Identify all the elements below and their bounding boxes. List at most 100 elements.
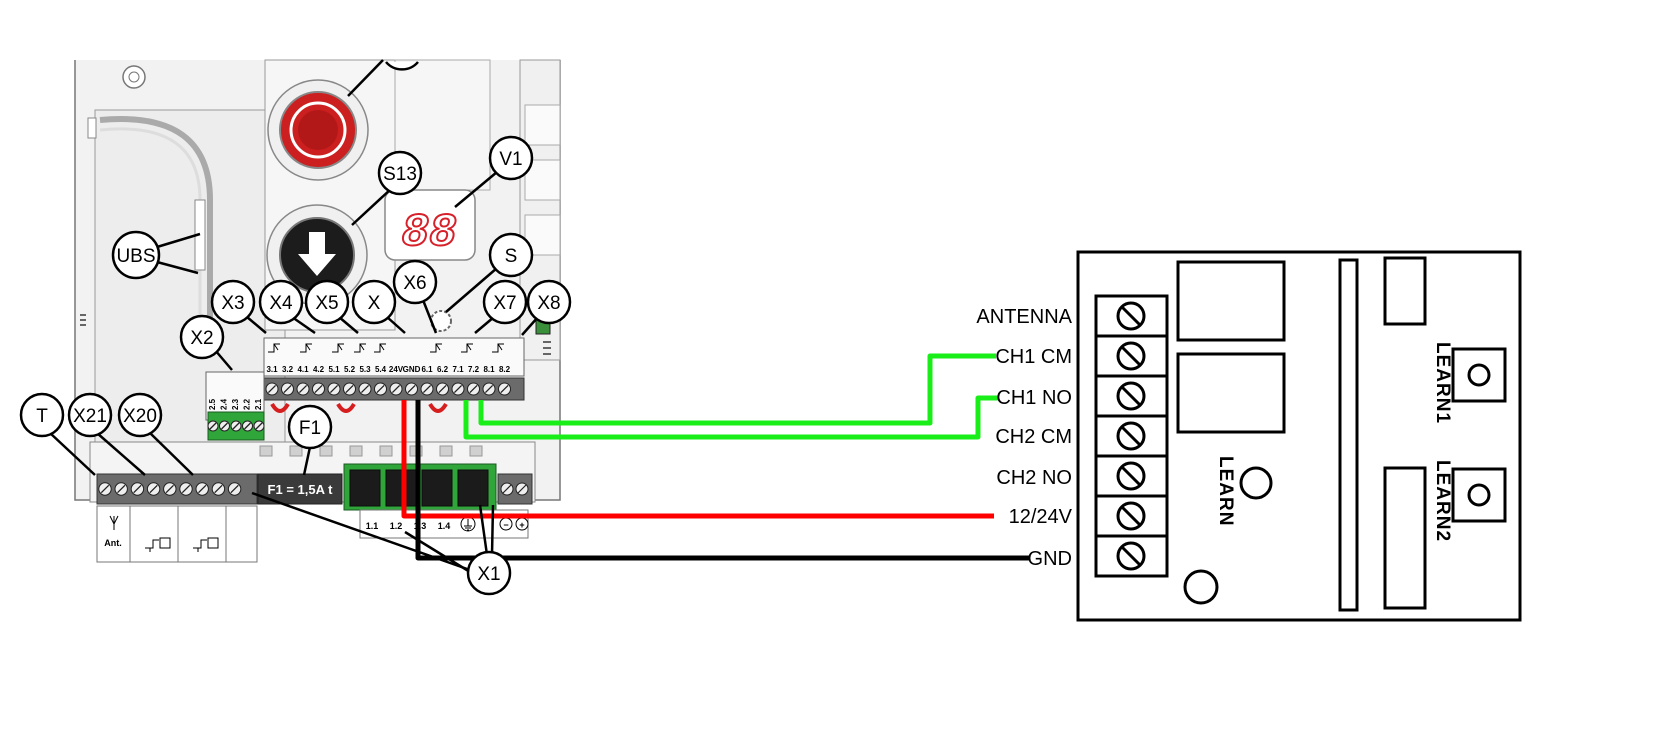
- relay-symbol-icon: [374, 343, 386, 353]
- callout-x6: X6: [392, 259, 438, 305]
- upper-terminal-label: 5.1: [328, 365, 340, 374]
- upper-terminal-screw: [358, 382, 372, 396]
- svg-text:F1: F1: [299, 418, 321, 439]
- callout-ubs: UBS: [111, 230, 161, 280]
- receiver-terminal-screw: [1116, 461, 1146, 491]
- x1-terminal-label: 1.4: [438, 521, 451, 531]
- svg-text:S13: S13: [383, 164, 417, 185]
- lower-terminal-screw: [211, 482, 226, 496]
- callout-x: X: [351, 279, 397, 325]
- x2-terminal-screw: [207, 420, 219, 432]
- mounting-hole: [1183, 569, 1219, 605]
- callout-s: S: [488, 232, 534, 278]
- upper-terminal-label: 8.1: [483, 365, 495, 374]
- learn1-button: [1451, 347, 1507, 403]
- x2-terminal-label: 2.3: [231, 398, 240, 410]
- receiver-module: LEARN1 LEARN2 LEARN: [1076, 250, 1522, 622]
- upper-terminal-label: 5.3: [359, 365, 371, 374]
- svg-text:V1: V1: [499, 149, 522, 170]
- svg-text:X6: X6: [403, 273, 426, 294]
- upper-terminal-label: 3.1: [266, 365, 278, 374]
- x2-terminal-screw: [219, 420, 230, 432]
- wire-gnd: [415, 400, 1030, 561]
- upper-terminal-screw: [312, 382, 325, 396]
- callout-partial: [385, 61, 419, 71]
- lower-terminal-screw: [146, 482, 161, 496]
- learn1-label: LEARN1: [1432, 342, 1453, 424]
- relay-symbol-icon: [461, 343, 473, 353]
- receiver-terminal-screw: [1116, 301, 1146, 331]
- upper-terminal-screw: [405, 382, 418, 396]
- upper-terminal-label: 6.2: [437, 365, 449, 374]
- learn-label: LEARN: [1215, 456, 1236, 526]
- x2-terminal-label: 2.4: [220, 398, 229, 410]
- callout-x7: X7: [482, 279, 528, 325]
- x1-terminal-label: 1.1: [366, 521, 379, 531]
- receiver-terminal-block: [1094, 294, 1169, 578]
- x2-terminal-screw: [230, 420, 242, 432]
- callout-x8: X8: [526, 279, 572, 325]
- callout-leaders: [49, 59, 539, 574]
- callout-x2: X2: [179, 314, 225, 360]
- callout-x3: X3: [210, 279, 256, 325]
- upper-terminal-label: 3.2: [282, 365, 294, 374]
- svg-text:−: −: [503, 520, 508, 530]
- upper-terminal-label: 8.2: [499, 365, 511, 374]
- receiver-labels: ANTENNA CH1 CM CH1 NO CH2 CM CH2 NO 12/2…: [976, 306, 1072, 570]
- callout-x1: X1: [466, 550, 512, 596]
- receiver-terminal-screw: [1116, 501, 1146, 531]
- upper-terminal-label: 24V: [389, 365, 404, 374]
- lower-terminal-screw: [163, 482, 177, 496]
- receiver-terminal-screw: [1116, 381, 1146, 411]
- callout-x21: X21: [67, 392, 113, 438]
- upper-terminal-label: 4.2: [313, 365, 325, 374]
- label-12-24v: 12/24V: [1009, 506, 1073, 528]
- upper-terminal-label: 5.4: [375, 365, 387, 374]
- upper-terminal-screw: [281, 382, 294, 396]
- lower-terminal-screw: [179, 482, 193, 496]
- label-antenna: ANTENNA: [976, 306, 1072, 328]
- upper-terminal-screw: [420, 382, 434, 396]
- upper-terminal-screw: [343, 382, 356, 396]
- upper-terminal-screw: [265, 382, 279, 396]
- upper-terminal-screw: [451, 382, 465, 396]
- callout-t: T: [19, 392, 65, 438]
- label-ch1-no: CH1 NO: [996, 387, 1072, 409]
- svg-text:X1: X1: [477, 564, 500, 585]
- svg-text:X5: X5: [315, 293, 338, 314]
- relay-symbol-icon: [430, 343, 442, 353]
- label-ch2-no: CH2 NO: [996, 467, 1072, 489]
- wires: [401, 353, 1030, 561]
- lower-terminal-screw: [195, 482, 209, 496]
- upper-terminal-screw: [389, 382, 403, 396]
- seven-segment-display: 88: [384, 189, 476, 261]
- callout-x5: X5: [304, 279, 350, 325]
- upper-terminal-screw: [498, 382, 511, 396]
- upper-terminal-screw: [327, 382, 341, 396]
- lower-terminal-screw: [98, 482, 112, 496]
- callout-x20: X20: [117, 392, 163, 438]
- x2-terminal-screw: [242, 420, 253, 432]
- x1-terminal-label: 1.2: [390, 521, 403, 531]
- upper-terminal-label: 7.1: [452, 365, 464, 374]
- learn2-button: [1451, 467, 1507, 523]
- relay-symbol-icon: [268, 343, 280, 353]
- receiver-terminal-screw: [1116, 421, 1146, 451]
- upper-terminal-label: 5.2: [344, 365, 356, 374]
- svg-text:X21: X21: [73, 406, 107, 427]
- lower-terminal-screw: [130, 482, 145, 496]
- antenna-sub-label: Ant.: [104, 538, 122, 548]
- lower-terminal-screw: [227, 482, 242, 496]
- lower-terminal-area: GND21.321.221.120.320.220.11.81.9 F1 = 1…: [89, 441, 536, 563]
- svg-text:+: +: [519, 520, 524, 530]
- svg-text:X20: X20: [123, 406, 157, 427]
- x2-terminal-label: 2.1: [254, 398, 263, 410]
- wire-ch1-no: [463, 395, 998, 440]
- upper-terminal-screw: [482, 382, 496, 396]
- wire-ch1-cm: [478, 353, 996, 426]
- svg-text:X3: X3: [221, 293, 244, 314]
- svg-text:X7: X7: [493, 293, 516, 314]
